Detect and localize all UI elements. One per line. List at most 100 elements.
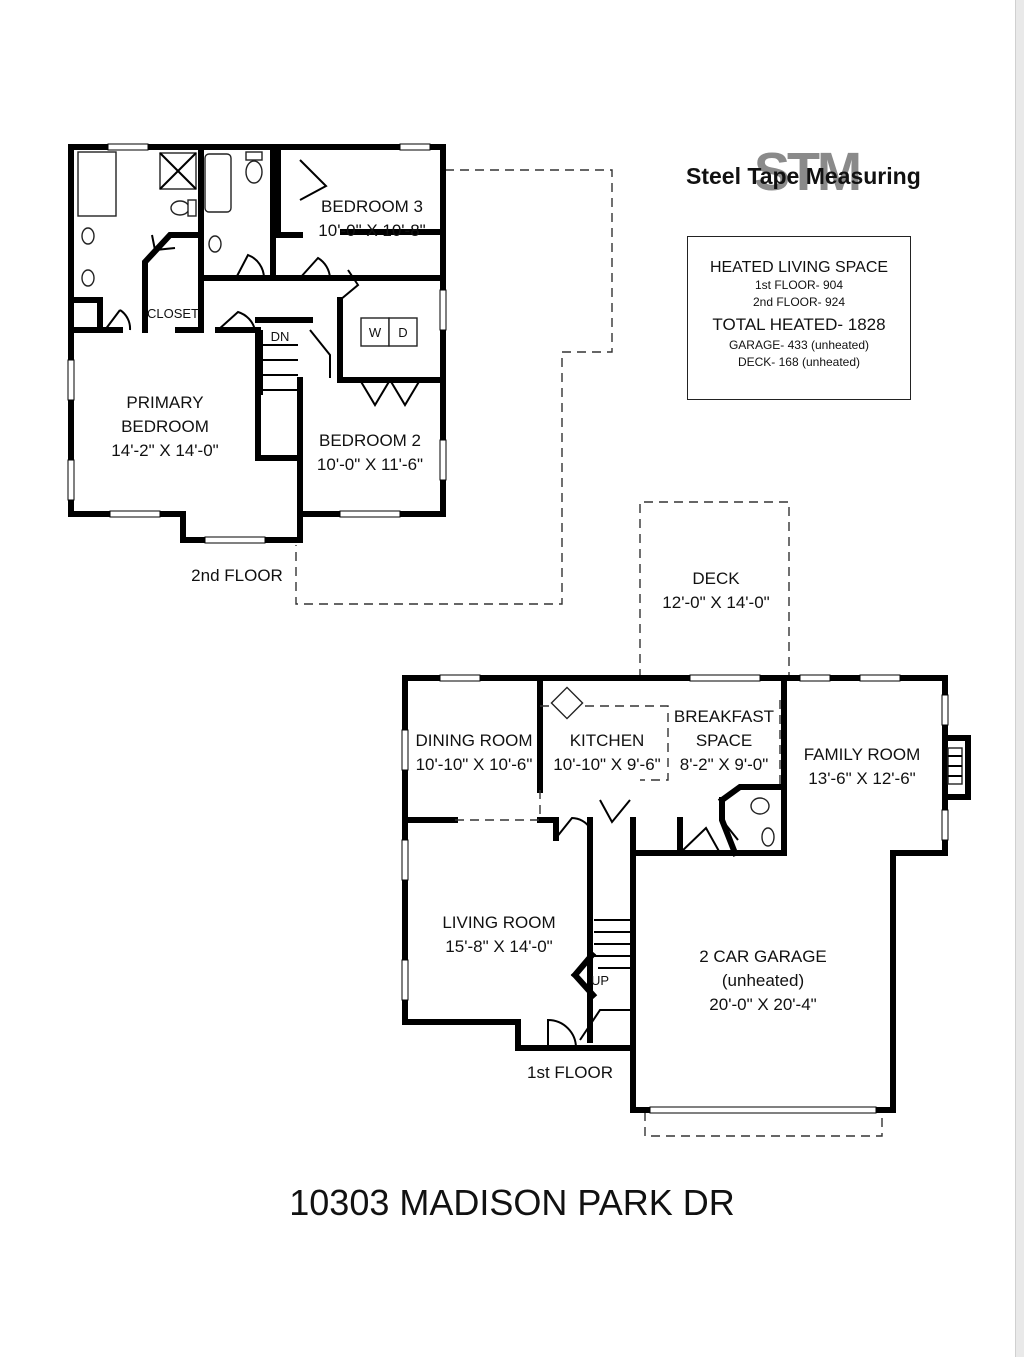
door-swing	[299, 159, 328, 201]
dryer-label: D	[398, 325, 407, 340]
first-floor-plan	[401, 501, 971, 1137]
garage-name-line2: (unheated)	[722, 971, 804, 990]
tub-surround	[77, 151, 117, 217]
family-name: FAMILY ROOM	[804, 745, 921, 764]
deck-outline	[639, 501, 790, 678]
bedroom2-size: 10'-0" X 11'-6"	[317, 455, 423, 474]
door-swing	[555, 816, 591, 839]
bathtub-icon	[204, 153, 232, 213]
door-swing	[299, 256, 331, 279]
breakfast-size: 8'-2" X 9'-0"	[680, 755, 769, 774]
primary-name-line2: BEDROOM	[121, 417, 209, 436]
window	[67, 459, 75, 501]
property-address: 10303 MADISON PARK DR	[289, 1182, 735, 1223]
washer-label: W	[369, 325, 382, 340]
garage-door-opening	[649, 1106, 877, 1114]
door-swing	[339, 269, 360, 301]
window	[401, 729, 409, 771]
kitchen-name: KITCHEN	[570, 731, 645, 750]
sink-icon	[208, 235, 222, 253]
closet-label: CLOSET	[147, 306, 199, 321]
counter-outline	[540, 705, 669, 781]
door-swing	[599, 799, 631, 824]
garage-door-outline	[644, 1112, 883, 1137]
door-swing	[104, 309, 132, 331]
family-size: 13'-6" X 12'-6"	[808, 769, 915, 788]
window	[339, 510, 401, 518]
window	[109, 510, 161, 518]
logo-monogram: STM	[754, 142, 862, 202]
closet-wall	[142, 232, 203, 333]
sink-icon	[761, 827, 775, 847]
door-swing	[151, 234, 176, 252]
door-swing	[721, 819, 739, 841]
logo-wordmark: Steel Tape Measuring	[686, 163, 921, 189]
window	[941, 809, 949, 841]
entry-door-swing	[547, 1018, 577, 1049]
legend-total: TOTAL HEATED- 1828	[712, 315, 886, 334]
window	[859, 674, 901, 682]
dryer-icon	[388, 317, 418, 347]
window	[67, 359, 75, 401]
fireplace-wall	[942, 735, 971, 800]
bedroom2-name: BEDROOM 2	[319, 431, 421, 450]
interior-wall	[215, 327, 303, 517]
window	[799, 674, 831, 682]
window	[439, 674, 481, 682]
interior-wall	[72, 297, 123, 333]
garage-size: 20'-0" X 20'-4"	[709, 995, 816, 1014]
window	[439, 439, 447, 481]
sink-icon	[550, 686, 584, 720]
door-swing	[579, 1009, 630, 1041]
dining-size: 10'-10" X 10'-6"	[416, 755, 533, 774]
interior-wall	[570, 950, 598, 1000]
primary-size: 14'-2" X 14'-0"	[111, 441, 218, 460]
stair-down-label: DN	[271, 329, 290, 344]
toilet-icon	[170, 200, 190, 216]
legend-deck: DECK- 168 (unheated)	[737, 355, 861, 369]
door-swing	[217, 310, 256, 331]
page-edge	[1015, 0, 1024, 1357]
stair-icon	[594, 919, 630, 969]
breakfast-name-line1: BREAKFAST	[674, 707, 774, 726]
primary-name-line1: PRIMARY	[126, 393, 203, 412]
sink-icon	[81, 227, 95, 245]
interior-wall	[175, 275, 204, 333]
bedroom3-size: 10'-0" X 10'-8"	[318, 221, 425, 240]
shower-drain	[159, 152, 197, 190]
interior-wall	[275, 147, 303, 238]
breakfast-name-line2: SPACE	[696, 731, 752, 750]
sink-icon	[81, 269, 95, 287]
toilet-icon	[245, 160, 263, 184]
window	[941, 694, 949, 726]
company-logo: STM Steel Tape Measuring	[684, 140, 924, 202]
door-swing	[235, 253, 265, 279]
second-floor-exterior-wall	[68, 144, 446, 543]
toilet-tank	[187, 199, 197, 217]
window	[399, 143, 431, 151]
legend-heading: HEATED LIVING SPACE	[709, 259, 889, 276]
window	[401, 959, 409, 1001]
stair-up-label: UP	[591, 973, 609, 988]
powder-room-wall	[717, 784, 787, 857]
stair-icon	[261, 330, 298, 395]
second-floor-plan	[67, 143, 613, 605]
area-legend: HEATED LIVING SPACE 1st FLOOR- 904 2nd F…	[687, 236, 911, 400]
second-floor-label: 2nd FLOOR	[191, 566, 283, 585]
legend-second-floor: 2nd FLOOR- 924	[752, 295, 846, 309]
kitchen-size: 10'-10" X 9'-6"	[553, 755, 660, 774]
living-size: 15'-8" X 14'-0"	[445, 937, 552, 956]
roof-outline	[295, 169, 613, 605]
door-swing	[679, 826, 721, 854]
toilet-tank	[245, 151, 263, 161]
legend-first-floor: 1st FLOOR- 904	[754, 278, 844, 292]
window	[401, 839, 409, 881]
deck-name: DECK	[692, 569, 740, 588]
garage-name-line1: 2 CAR GARAGE	[699, 947, 827, 966]
window	[204, 536, 266, 544]
window	[439, 289, 447, 331]
second-floor-labels: BEDROOM 3 10'-0" X 10'-8" PRIMARY BEDROO…	[111, 197, 425, 585]
living-name: LIVING ROOM	[442, 913, 555, 932]
legend-garage: GARAGE- 433 (unheated)	[728, 338, 870, 352]
